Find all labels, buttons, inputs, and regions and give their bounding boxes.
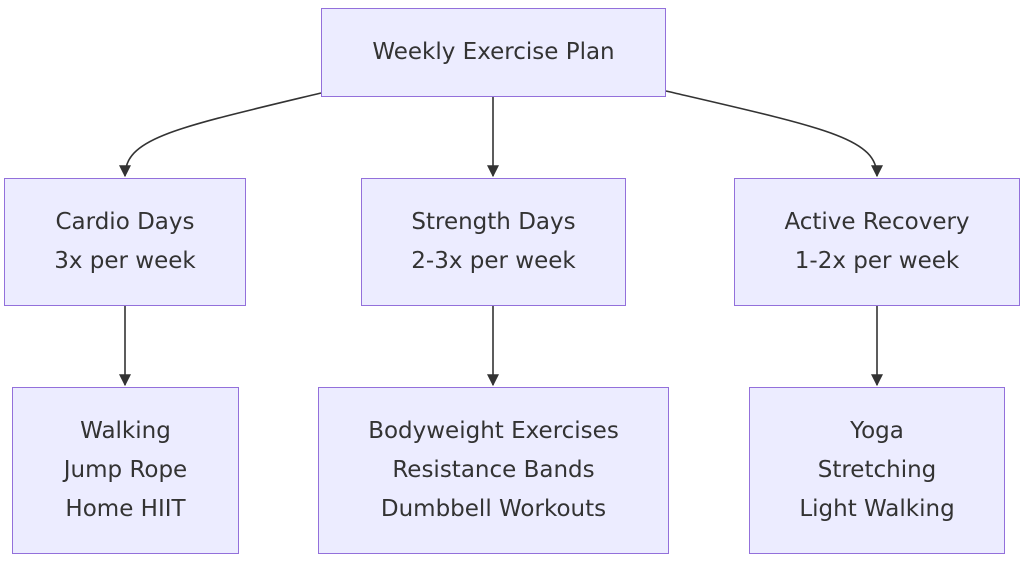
activity-item: Home HIIT bbox=[65, 496, 186, 522]
node-cardio-days: Cardio Days 3x per week bbox=[4, 178, 246, 306]
node-recovery-activities: Yoga Stretching Light Walking bbox=[749, 387, 1005, 554]
node-strength-days: Strength Days 2-3x per week bbox=[361, 178, 626, 306]
node-frequency: 2-3x per week bbox=[411, 248, 576, 274]
activity-item: Bodyweight Exercises bbox=[368, 418, 619, 444]
activity-item: Walking bbox=[80, 418, 171, 444]
node-title: Active Recovery bbox=[784, 209, 970, 235]
activity-item: Light Walking bbox=[799, 496, 955, 522]
activity-item: Jump Rope bbox=[63, 457, 188, 483]
node-frequency: 1-2x per week bbox=[794, 248, 960, 274]
node-frequency: 3x per week bbox=[54, 248, 196, 274]
node-title: Cardio Days bbox=[55, 209, 195, 235]
activity-item: Resistance Bands bbox=[392, 457, 595, 483]
node-label: Weekly Exercise Plan bbox=[372, 39, 615, 65]
node-active-recovery: Active Recovery 1-2x per week bbox=[734, 178, 1020, 306]
edge-root-to-cardio bbox=[119, 92, 322, 178]
activity-item: Yoga bbox=[850, 418, 904, 444]
node-strength-activities: Bodyweight Exercises Resistance Bands Du… bbox=[318, 387, 669, 554]
node-cardio-activities: Walking Jump Rope Home HIIT bbox=[12, 387, 239, 554]
node-weekly-exercise-plan: Weekly Exercise Plan bbox=[321, 8, 666, 97]
activity-item: Stretching bbox=[817, 457, 937, 483]
edge-root-to-recovery bbox=[665, 90, 883, 178]
node-title: Strength Days bbox=[411, 209, 576, 235]
activity-item: Dumbbell Workouts bbox=[380, 496, 607, 522]
